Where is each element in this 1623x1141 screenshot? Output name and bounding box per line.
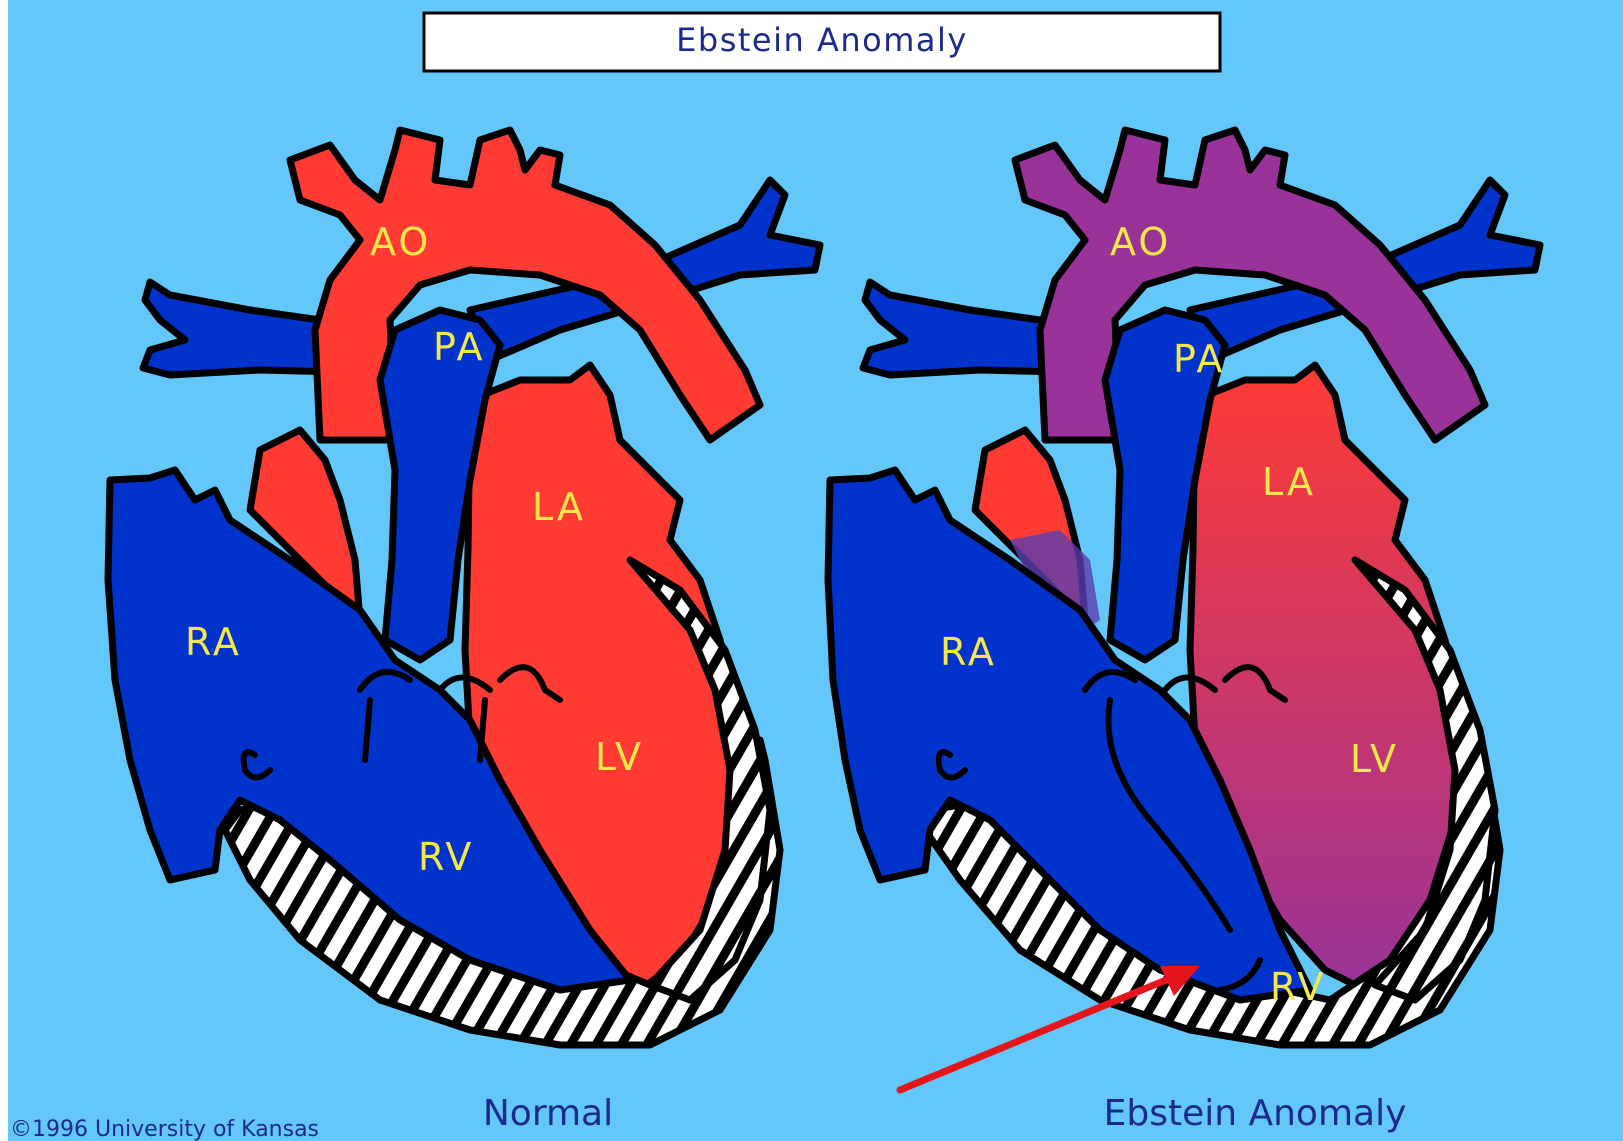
label-pa: PA <box>1173 337 1225 381</box>
label-ra: RA <box>185 620 242 664</box>
label-la: LA <box>532 485 586 529</box>
title-box: Ebstein Anomaly <box>424 13 1220 71</box>
label-lv: LV <box>1350 737 1399 781</box>
label-rv: RV <box>1270 965 1326 1009</box>
label-ao: AO <box>370 220 431 264</box>
label-ao: AO <box>1110 220 1171 264</box>
diagram-title: Ebstein Anomaly <box>676 21 968 59</box>
label-ra: RA <box>940 630 997 674</box>
label-la: LA <box>1262 460 1316 504</box>
label-rv: RV <box>418 835 474 879</box>
label-pa: PA <box>433 325 485 369</box>
caption-ebstein: Ebstein Anomaly <box>1104 1093 1407 1134</box>
label-lv: LV <box>595 735 644 779</box>
caption-normal: Normal <box>483 1093 613 1134</box>
copyright-text: ©1996 University of Kansas <box>10 1117 319 1141</box>
